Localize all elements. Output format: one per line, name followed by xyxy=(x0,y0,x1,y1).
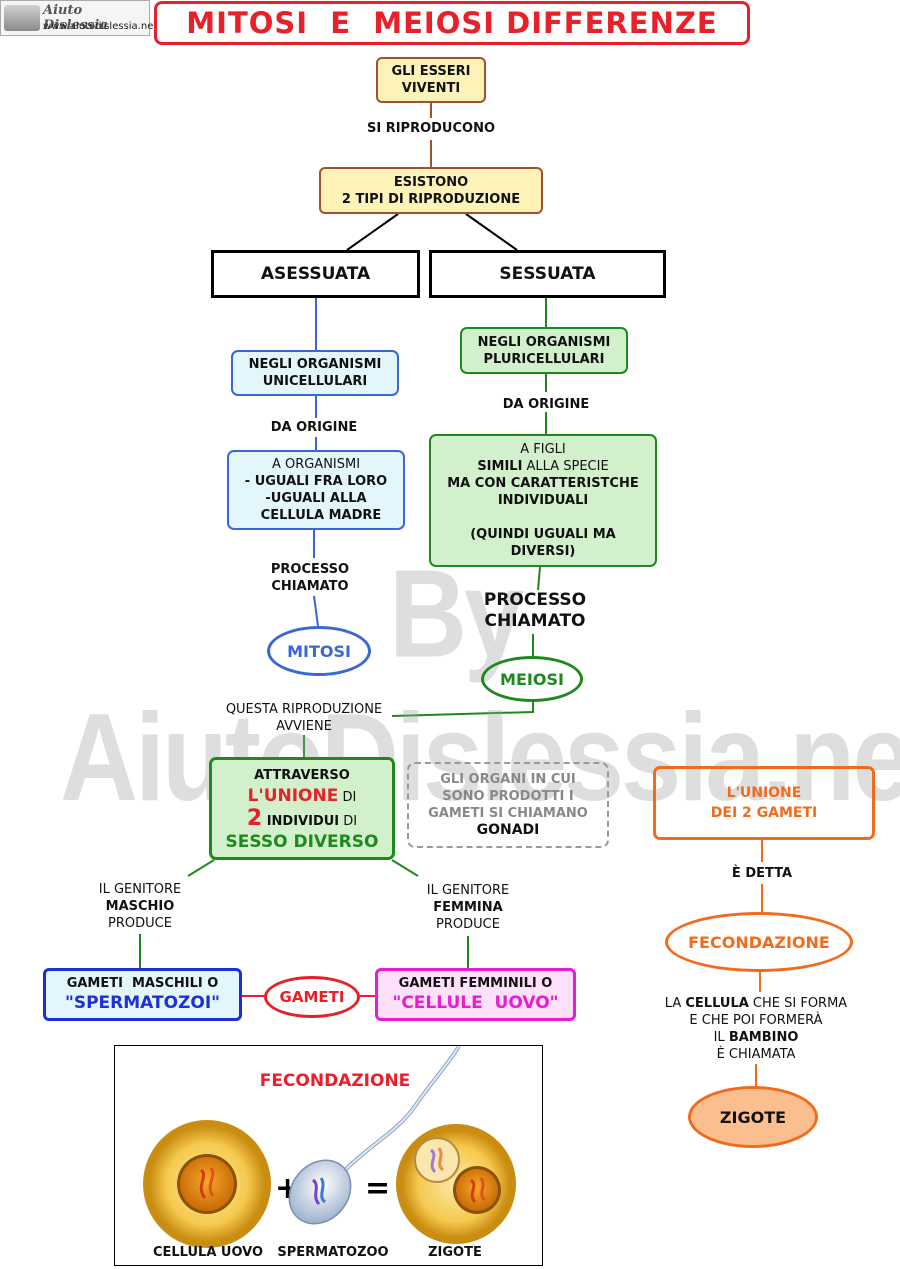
gonadi-line3: GAMETI SI CHIAMANO xyxy=(428,806,588,821)
pluricellulari-line1: NEGLI ORGANISMI xyxy=(477,334,611,350)
logo-url: www.aiutodislessia.net xyxy=(43,21,158,32)
label-questa-riproduzione: QUESTA RIPRODUZIONE AVVIENE xyxy=(210,701,398,735)
figli-line3: MA CON CARATTERISTCHE xyxy=(447,476,639,491)
label-da-origine-right: DA ORIGINE xyxy=(502,397,590,412)
maschio-line3: PRODUCE xyxy=(108,916,172,931)
gonadi-line4: GONADI xyxy=(476,822,540,838)
figli-line4: INDIVIDUALI xyxy=(497,493,589,508)
title-text: MITOSI E MEIOSI DIFFERENZE xyxy=(186,6,718,40)
equals-sign: = xyxy=(365,1171,390,1206)
label-zigote-illustration: ZIGOTE xyxy=(428,1245,482,1260)
node-zigote: ZIGOTE xyxy=(688,1086,818,1148)
zygote-cell-icon xyxy=(396,1124,516,1244)
node-gameti-maschili: GAMETI MASCHILI O "SPERMATOZOI" xyxy=(43,968,242,1021)
sperm-cell-icon xyxy=(288,1046,461,1225)
label-genitore-maschio: IL GENITORE MASCHIO PRODUCE xyxy=(76,881,204,932)
femminili-line2: "CELLULE UOVO" xyxy=(392,993,559,1013)
unione-gameti-line2: DEI 2 GAMETI xyxy=(710,805,818,821)
label-cellula-forma: LA CELLULA CHE SI FORMA E CHE POI FORMER… xyxy=(640,995,872,1063)
uguali-line2: - UGUALI FRA LORO xyxy=(244,474,388,489)
node-figli-simili: A FIGLI SIMILI ALLA SPECIE MA CON CARATT… xyxy=(429,434,657,567)
node-esistono: ESISTONO 2 TIPI DI RIPRODUZIONE xyxy=(319,167,543,214)
node-organismi-uguali: A ORGANISMI - UGUALI FRA LORO -UGUALI AL… xyxy=(227,450,405,530)
maschili-line2: "SPERMATOZOI" xyxy=(64,993,221,1013)
esseri-line1: GLI ESSERI xyxy=(391,64,471,79)
maschio-line2: MASCHIO xyxy=(105,899,175,914)
figli-line5: (QUINDI UGUALI MA xyxy=(470,527,616,542)
cellula-line4: È CHIAMATA xyxy=(716,1047,796,1062)
femmina-line3: PRODUCE xyxy=(436,917,500,932)
label-cellula-uovo: CELLULA UOVO xyxy=(152,1245,264,1260)
uguali-line1: A ORGANISMI xyxy=(271,457,361,472)
label-processo-right: PROCESSO CHIAMATO xyxy=(460,590,610,632)
unione-line2: L'UNIONE DI xyxy=(247,785,357,806)
label-processo-left: PROCESSO CHIAMATO xyxy=(246,561,374,595)
illustration-drawing: + = xyxy=(143,1046,516,1248)
unione-line3: 2 INDIVIDUI DI xyxy=(246,805,358,831)
label-genitore-femmina: IL GENITORE FEMMINA PRODUCE xyxy=(404,882,532,933)
uguali-line3: -UGUALI ALLA xyxy=(265,491,367,506)
label-si-riproducono: SI RIPRODUCONO xyxy=(366,121,496,136)
esseri-line2: VIVENTI xyxy=(401,81,461,96)
illustration-title: FECONDAZIONE xyxy=(259,1071,411,1091)
pluricellulari-line2: PLURICELLULARI xyxy=(483,351,605,367)
unione-gameti-line1: L'UNIONE xyxy=(726,785,802,801)
node-esseri-viventi: GLI ESSERI VIVENTI xyxy=(376,57,486,103)
gonadi-line2: SONO PRODOTTI I xyxy=(442,789,574,804)
node-mitosi: MITOSI xyxy=(267,626,371,676)
label-spermatozoo: SPERMATOZOO xyxy=(277,1245,389,1260)
questa-line1: QUESTA RIPRODUZIONE xyxy=(225,702,383,717)
processo-left-line2: CHIAMATO xyxy=(271,579,349,594)
label-e-detta: È DETTA xyxy=(731,866,793,881)
egg-cell-icon xyxy=(143,1120,271,1248)
fecondazione-illustration: FECONDAZIONE + xyxy=(114,1045,543,1266)
node-fecondazione: FECONDAZIONE xyxy=(665,912,853,972)
unione-line1: ATTRAVERSO xyxy=(254,767,350,783)
node-sessuata: SESSUATA xyxy=(429,250,666,298)
maschio-line1: IL GENITORE xyxy=(98,882,182,897)
node-unione-individui: ATTRAVERSO L'UNIONE DI 2 INDIVIDUI DI SE… xyxy=(209,757,395,860)
cellula-line1: LA CELLULA CHE SI FORMA xyxy=(664,996,848,1011)
page-title: MITOSI E MEIOSI DIFFERENZE xyxy=(154,1,750,45)
unicellulari-line2: UNICELLULARI xyxy=(262,374,368,389)
processo-right-line2: CHIAMATO xyxy=(484,611,586,631)
node-gameti: GAMETI xyxy=(264,976,360,1018)
figli-line1: A FIGLI xyxy=(520,442,566,457)
questa-line2: AVVIENE xyxy=(276,719,332,734)
femminili-line1: GAMETI FEMMINILI O xyxy=(398,976,553,991)
esistono-line2: 2 TIPI DI RIPRODUZIONE xyxy=(341,191,521,207)
logo-brand: Aiuto Dislessia xyxy=(43,3,108,33)
unicellulari-line1: NEGLI ORGANISMI xyxy=(248,357,382,372)
label-da-origine-left: DA ORIGINE xyxy=(270,420,358,435)
gonadi-line1: GLI ORGANI IN CUI xyxy=(440,772,576,787)
figli-line2: SIMILI ALLA SPECIE xyxy=(477,459,609,474)
site-logo[interactable]: Aiuto Dislessia www.aiutodislessia.net xyxy=(0,0,157,36)
femmina-line2: FEMMINA xyxy=(433,900,503,915)
node-gameti-femminili: GAMETI FEMMINILI O "CELLULE UOVO" xyxy=(375,968,576,1021)
node-gonadi: GLI ORGANI IN CUI SONO PRODOTTI I GAMETI… xyxy=(407,762,609,848)
processo-right-line1: PROCESSO xyxy=(483,590,587,610)
node-unione-gameti: L'UNIONE DEI 2 GAMETI xyxy=(653,766,875,840)
uguali-line4: CELLULA MADRE xyxy=(260,508,382,523)
cellula-line2: E CHE POI FORMERÀ xyxy=(689,1013,823,1028)
node-meiosi: MEIOSI xyxy=(481,656,583,702)
node-pluricellulari: NEGLI ORGANISMI PLURICELLULARI xyxy=(460,327,628,374)
cellula-line3: IL BAMBINO xyxy=(713,1030,799,1045)
femmina-line1: IL GENITORE xyxy=(426,883,510,898)
node-unicellulari: NEGLI ORGANISMI UNICELLULARI xyxy=(231,350,399,396)
unione-line4: SESSO DIVERSO xyxy=(225,831,379,852)
figli-line6: DIVERSI) xyxy=(510,544,576,559)
node-asessuata: ASESSUATA xyxy=(211,250,420,298)
maschili-line1: GAMETI MASCHILI O xyxy=(66,976,219,991)
logo-book-icon xyxy=(4,5,40,31)
processo-left-line1: PROCESSO xyxy=(270,562,350,577)
esistono-line1: ESISTONO xyxy=(393,174,469,190)
